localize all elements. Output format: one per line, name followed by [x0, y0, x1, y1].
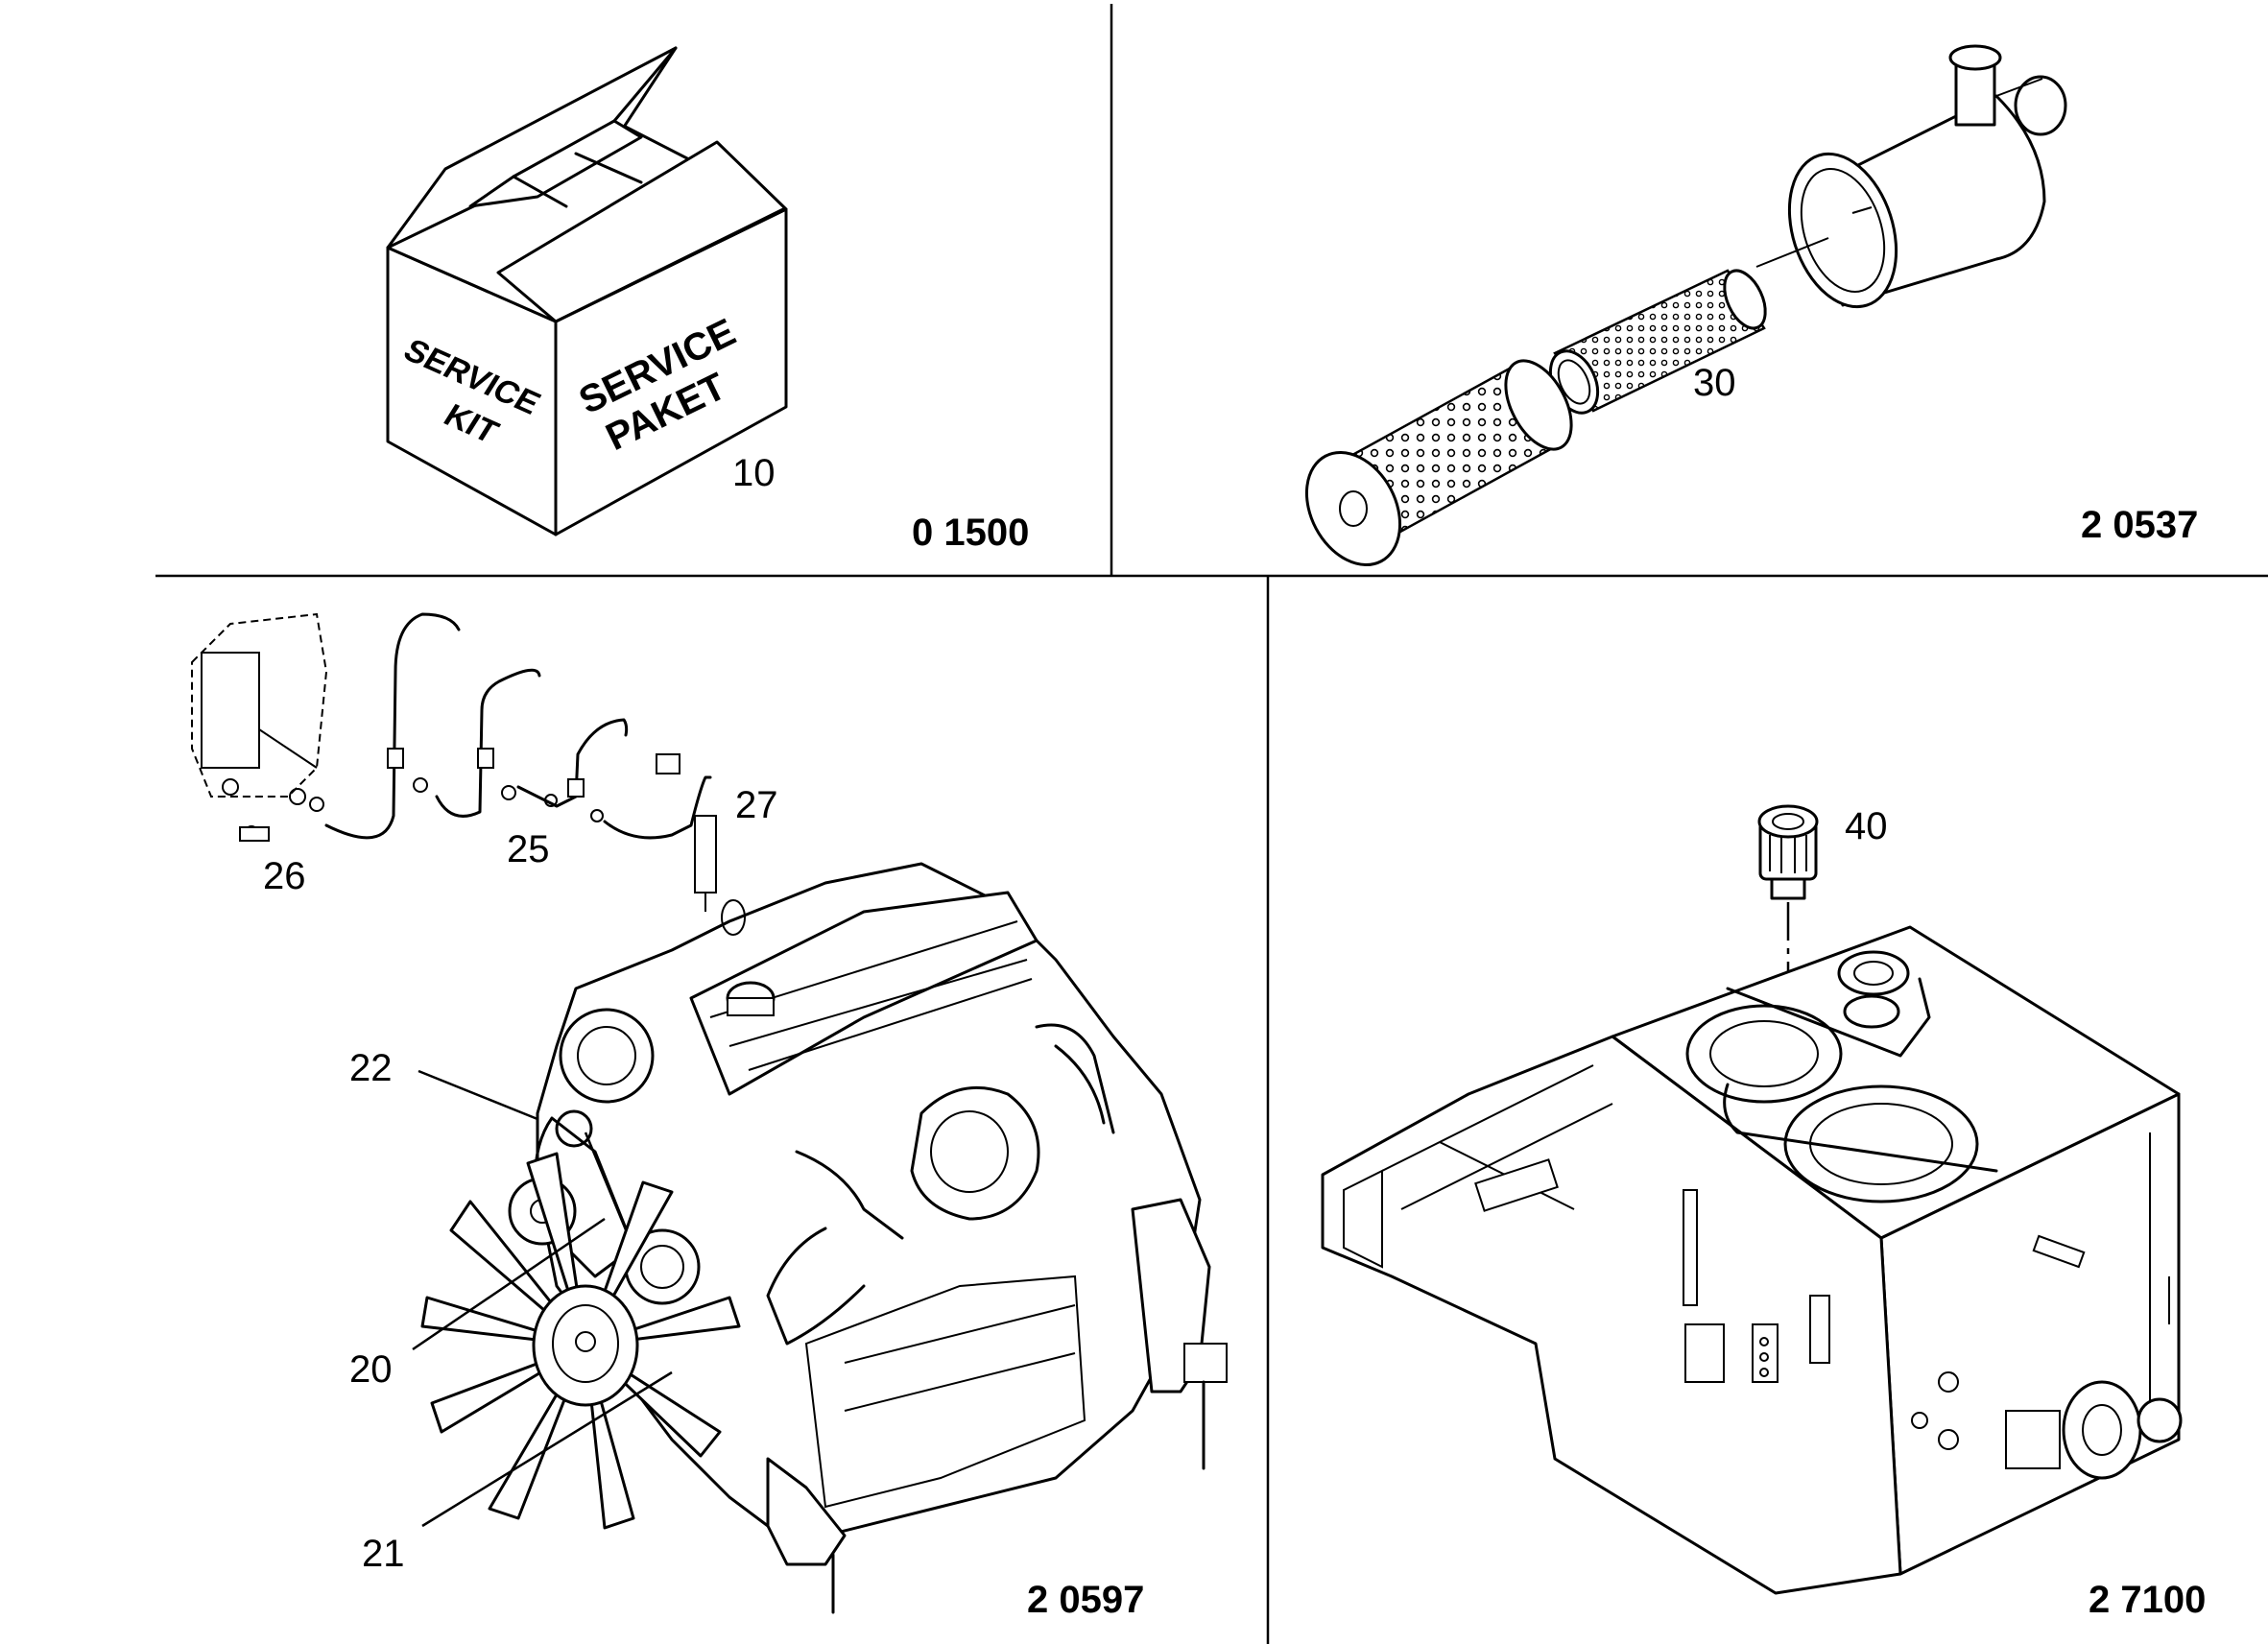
page-number-2-0597: 2 0597: [1027, 1579, 1144, 1621]
callout-30: 30: [1693, 362, 1736, 404]
callout-40: 40: [1845, 805, 1888, 847]
injection-lines-assembly: [191, 612, 717, 912]
callout-22: 22: [349, 1047, 393, 1089]
assembly-axis-line: [1755, 237, 1829, 268]
callout-20: 20: [349, 1348, 393, 1391]
panel-grid-lines: [155, 4, 2268, 1644]
page-number-0-1500: 0 1500: [912, 512, 1029, 554]
inner-filter-element: [1548, 269, 1767, 415]
callout-21: 21: [362, 1533, 405, 1575]
callout-25: 25: [507, 828, 550, 870]
service-kit-box-illustration: SERVICE KIT SERVICE PAKET: [386, 46, 788, 536]
panel-tank: 40 2 7100: [1321, 804, 2206, 1621]
callout-10: 10: [732, 452, 776, 494]
callout-26: 26: [263, 855, 306, 897]
air-filter-housing: [1787, 44, 2067, 309]
engine-leader-lines: [412, 1069, 673, 1528]
engine-illustration: [508, 862, 1228, 1614]
panel-air-filter: 30 2 0537: [1304, 44, 2198, 567]
filler-cap: [1757, 804, 1819, 900]
page-number-2-7100: 2 7100: [2089, 1579, 2206, 1621]
page-number-2-0537: 2 0537: [2081, 504, 2198, 546]
cooling-fan: [420, 1152, 741, 1530]
callout-27: 27: [735, 784, 778, 826]
panel-service-kit: SERVICE KIT SERVICE PAKET 10 0 1500: [386, 46, 1029, 554]
panel-engine: 22 20 21 26 25 27 2 0597: [191, 612, 1228, 1621]
tank-illustration: [1321, 925, 2183, 1595]
outer-filter-element: [1304, 359, 1573, 567]
